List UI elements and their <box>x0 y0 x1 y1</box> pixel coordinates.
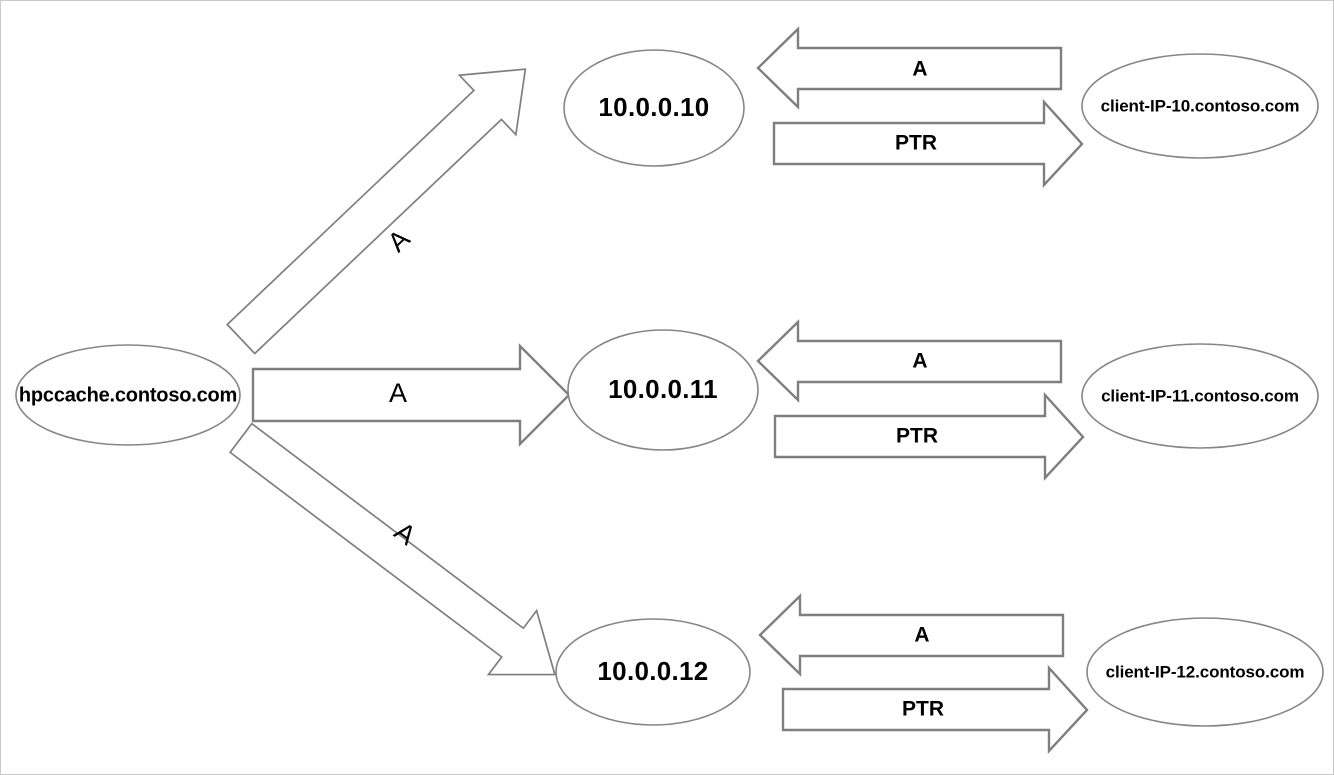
address-ellipse-label-2: 10.0.0.11 <box>608 374 718 404</box>
a-record-arrow-shape-middle <box>251 343 571 447</box>
client-ellipse-shape-3 <box>1086 617 1324 727</box>
client-ellipse-label-1: client-IP-10.contoso.com <box>1101 96 1300 115</box>
node-client-ip-11[interactable]: client-IP-11.contoso.com <box>1081 343 1319 449</box>
a-record-arrow-shape-row1 <box>756 26 1063 110</box>
node-address-10-0-0-10[interactable]: 10.0.0.10 <box>563 49 745 167</box>
a-record-arrow-shape-bottom <box>228 422 556 676</box>
a-record-arrow-shape-top <box>226 68 527 355</box>
a-record-arrow-label-row2: A <box>912 350 927 373</box>
client-ellipse-shape-2 <box>1081 343 1319 449</box>
ptr-record-arrow-label-row3: PTR <box>902 698 944 721</box>
address-ellipse-shape-1 <box>563 49 745 167</box>
node-source-hostname[interactable]: hpccache.contoso.com <box>15 344 241 446</box>
client-ellipse-label-2: client-IP-11.contoso.com <box>1101 386 1299 405</box>
address-ellipse-shape-2 <box>567 329 759 451</box>
edge-ptr-record-to-client-12[interactable]: PTR <box>781 664 1089 755</box>
client-ellipse-label-3: client-IP-12.contoso.com <box>1106 662 1305 681</box>
ptr-record-arrow-label-row1: PTR <box>895 132 937 155</box>
a-record-arrow-label-middle: A <box>389 378 407 408</box>
edge-ptr-record-to-client-10[interactable]: PTR <box>772 98 1084 189</box>
node-client-ip-12[interactable]: client-IP-12.contoso.com <box>1086 617 1324 727</box>
source-ellipse-shape <box>15 344 241 446</box>
address-ellipse-label-1: 10.0.0.10 <box>598 92 709 122</box>
address-ellipse-shape-3 <box>555 618 751 726</box>
edge-a-record-to-10-0-0-11[interactable]: A <box>251 343 571 447</box>
edge-a-record-to-10-0-0-12[interactable]: A <box>217 406 579 706</box>
a-record-arrow-shape-row2 <box>756 319 1063 403</box>
a-record-arrow-shape-row3 <box>758 593 1065 677</box>
ptr-record-arrow-label-row2: PTR <box>896 425 938 448</box>
node-address-10-0-0-11[interactable]: 10.0.0.11 <box>567 329 759 451</box>
edge-ptr-record-to-client-11[interactable]: PTR <box>773 391 1085 482</box>
source-ellipse-label: hpccache.contoso.com <box>19 384 237 406</box>
address-ellipse-label-3: 10.0.0.12 <box>597 656 708 686</box>
client-ellipse-shape-1 <box>1081 53 1319 159</box>
node-address-10-0-0-12[interactable]: 10.0.0.12 <box>555 618 751 726</box>
edge-a-record-to-10-0-0-10[interactable]: A <box>213 39 554 368</box>
a-record-arrow-label-row1: A <box>912 58 927 81</box>
edge-a-record-from-client-11[interactable]: A <box>756 319 1063 403</box>
ptr-record-arrow-shape-row2 <box>773 391 1085 482</box>
edge-a-record-from-client-12[interactable]: A <box>758 593 1065 677</box>
ptr-record-arrow-shape-row1 <box>772 98 1084 189</box>
node-client-ip-10[interactable]: client-IP-10.contoso.com <box>1081 53 1319 159</box>
a-record-arrow-label-row3: A <box>914 624 929 647</box>
edge-a-record-from-client-10[interactable]: A <box>756 26 1063 110</box>
ptr-record-arrow-shape-row3 <box>781 664 1089 755</box>
